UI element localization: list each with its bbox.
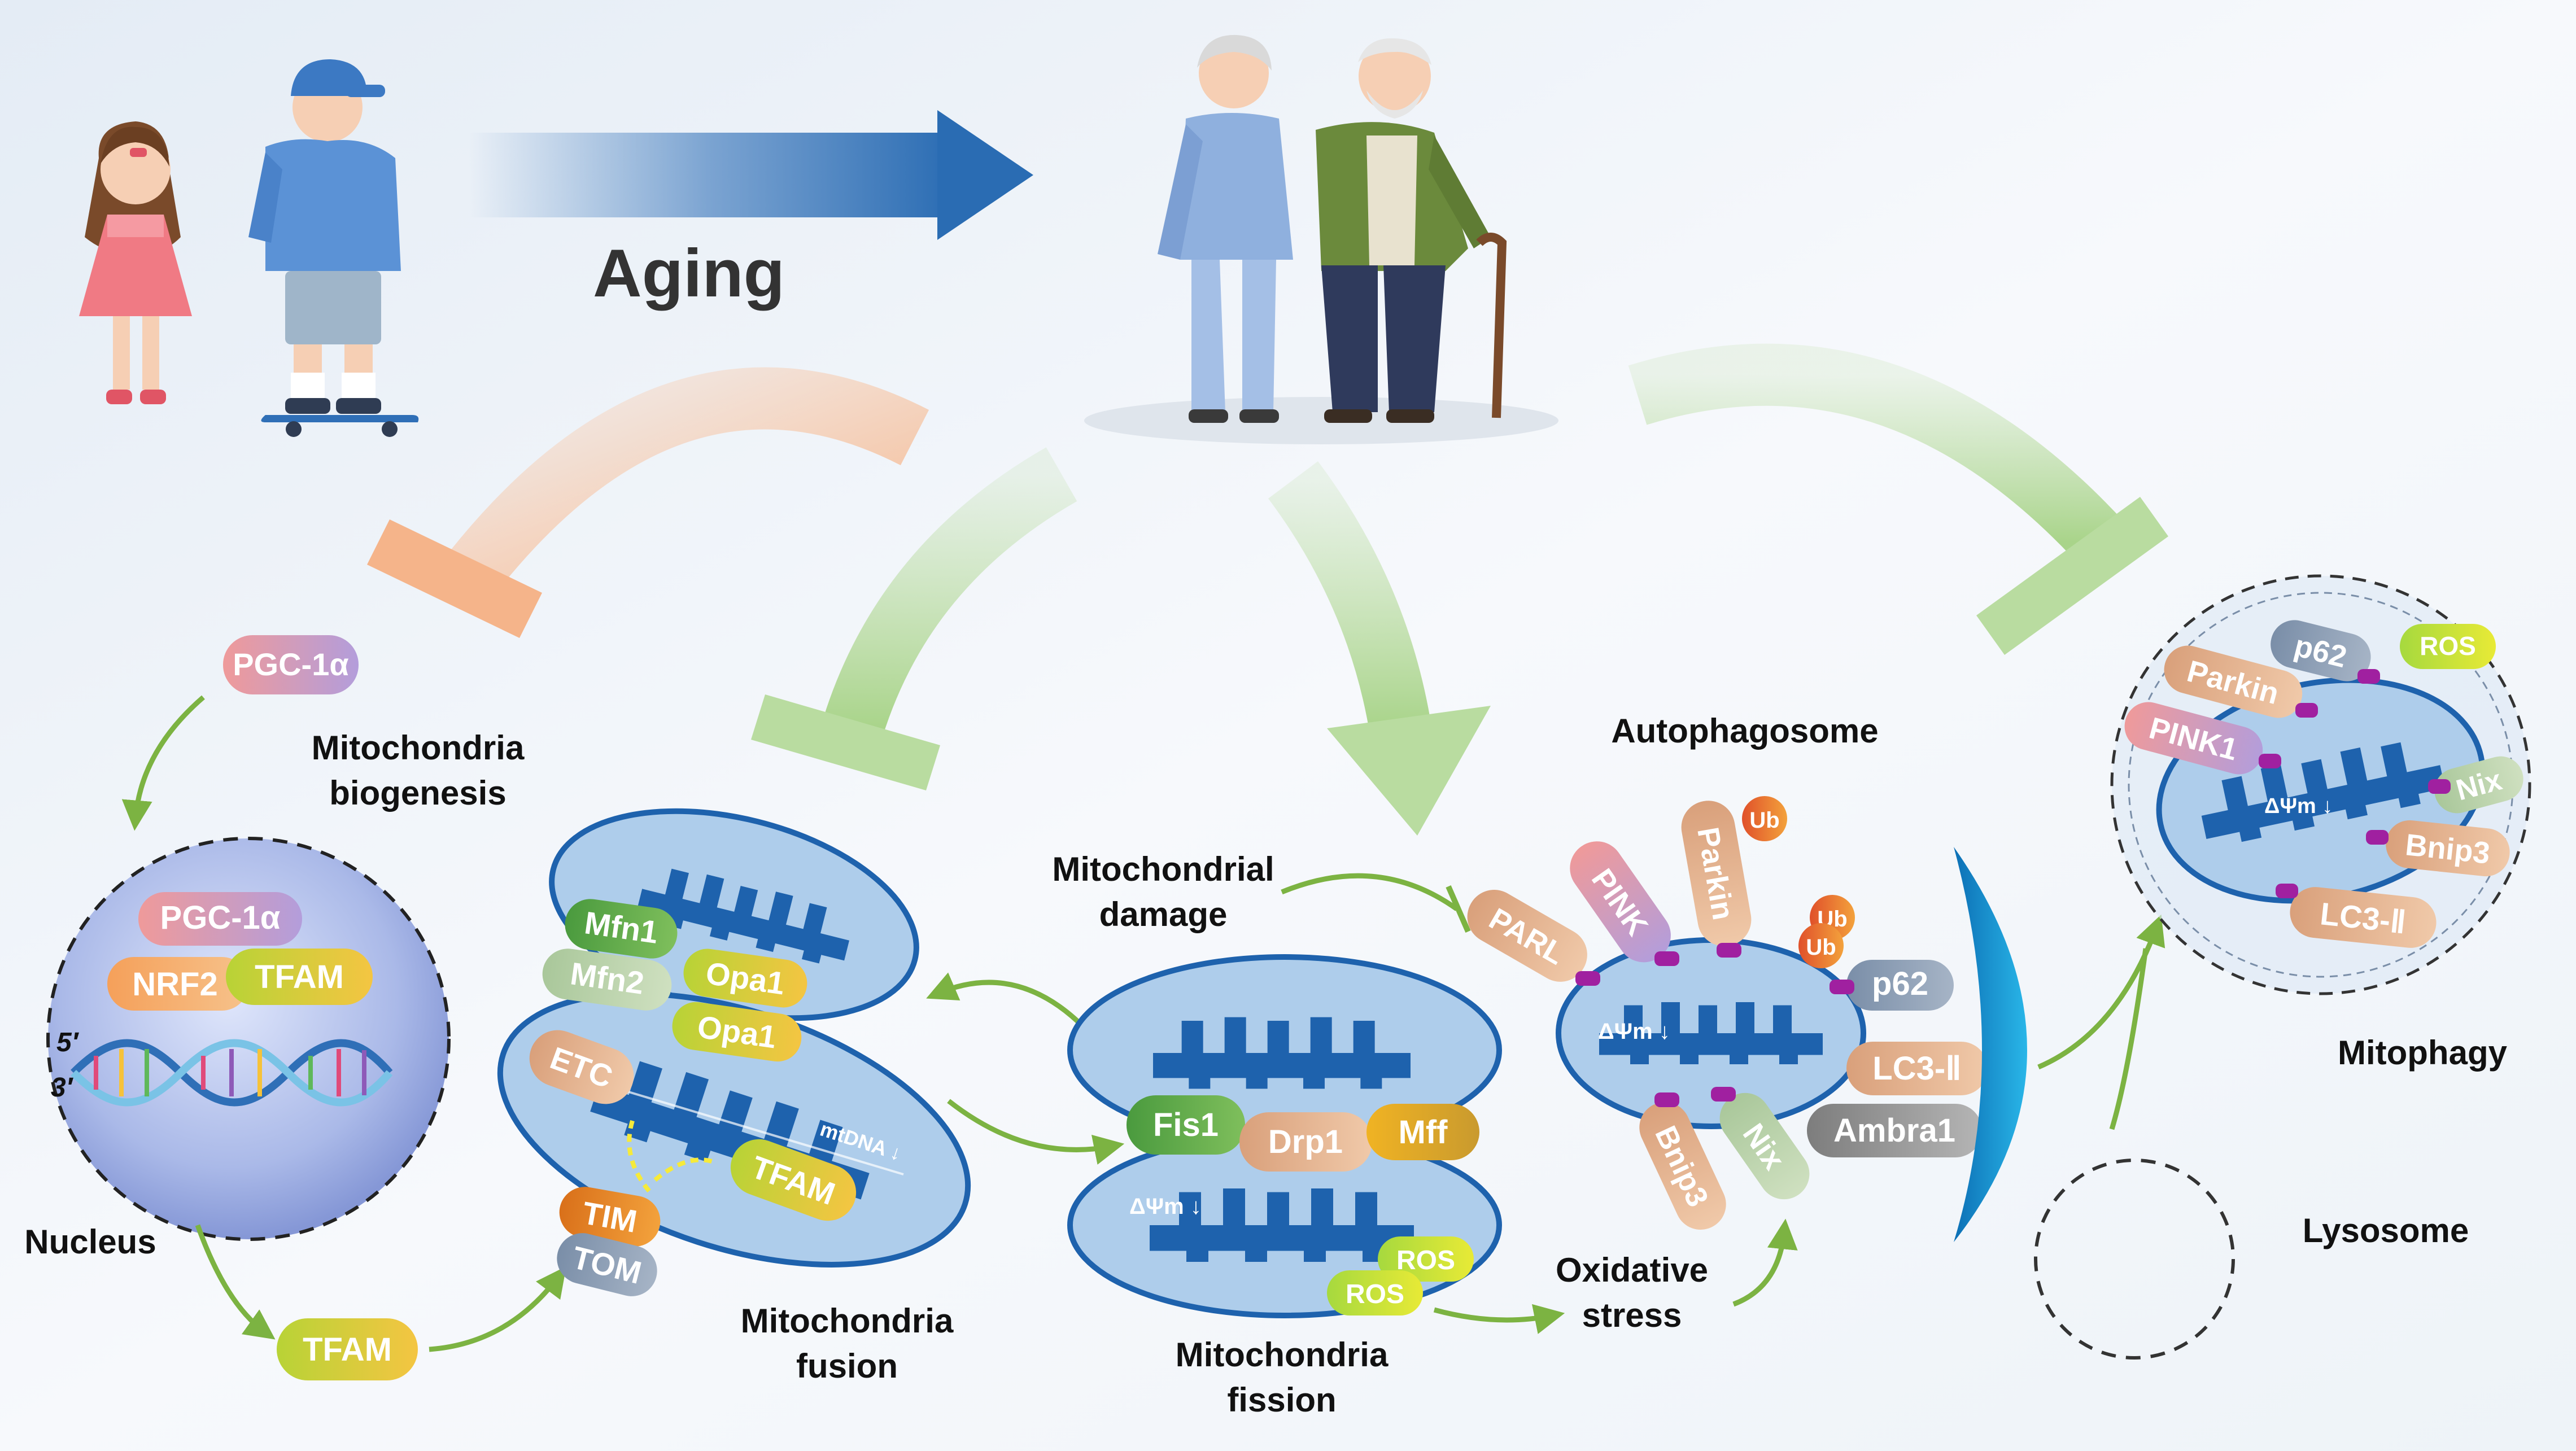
nrf2-label: NRF2 — [132, 966, 217, 1003]
arrow-oxidative-to-mito — [1732, 1218, 1798, 1307]
ros-badge-a: ROS — [1378, 1236, 1474, 1282]
mitophagy-label: Mitophagy — [2338, 1034, 2508, 1072]
ros-label-a: ROS — [1396, 1245, 1455, 1275]
autophagosome-label: Autophagosome — [1611, 712, 1878, 750]
yellow-dashed-arrow-2 — [653, 1157, 718, 1182]
m-ros-badge: ROS — [2400, 624, 2496, 669]
pgc1a-badge-top: PGC-1α — [223, 635, 359, 694]
pgc1a-label-nucleus: PGC-1α — [160, 899, 281, 936]
inhibit-fusion-arc — [751, 447, 1077, 790]
etc-badge: ETC — [529, 1030, 634, 1104]
mfn2-badge: Mfn2 — [542, 949, 672, 1011]
lysosome-circle — [2034, 1159, 2235, 1360]
fission-label-1: Mitochondria — [1176, 1336, 1389, 1374]
delta-psi-mitophagy: ΔΨm ↓ — [2264, 794, 2333, 818]
strand-3-label: 3′ — [51, 1073, 74, 1103]
arrow-pgc-to-nucleus — [121, 695, 205, 831]
inhibit-biogenesis-arc — [367, 367, 929, 638]
mff-badge: Mff — [1366, 1104, 1479, 1160]
tfam-badge-bottom: TFAM — [277, 1318, 418, 1380]
opa1-badge-a: Opa1 — [683, 949, 807, 1008]
delta-psi-fission: ΔΨm ↓ — [1129, 1194, 1202, 1219]
aging-arrow — [469, 110, 1033, 240]
nucleus-label: Nucleus — [24, 1223, 156, 1261]
tfam-label-nucleus: TFAM — [255, 959, 344, 995]
biogenesis-label-2: biogenesis — [329, 774, 506, 812]
tim-badge: TIM — [559, 1187, 661, 1247]
strand-5-label: 5′ — [56, 1028, 80, 1057]
drp1-badge: Drp1 — [1239, 1112, 1372, 1172]
aging-label: Aging — [593, 235, 785, 311]
ub-label-a: Ub — [1749, 808, 1779, 833]
lc3-label: LC3-Ⅱ — [1872, 1050, 1961, 1087]
ub-badges: Ub Ub Ub — [1742, 796, 1855, 968]
parkin-badge: Parkin — [1681, 801, 1752, 946]
tfam-label-bottom: TFAM — [303, 1331, 392, 1368]
ub-label-c: Ub — [1806, 935, 1836, 960]
ros-label-b: ROS — [1346, 1279, 1404, 1309]
drp1-label: Drp1 — [1268, 1124, 1343, 1160]
m-p62-badge: p62 — [2271, 620, 2371, 681]
arrow-ros-to-oxidative — [1433, 1304, 1565, 1334]
fission-label-2: fission — [1227, 1381, 1336, 1419]
arrow-lysosome-to-mitophagy — [2109, 948, 2149, 1130]
damage-label-1: Mitochondrial — [1052, 850, 1274, 888]
elderly-people-illustration — [1084, 34, 1558, 444]
lc3-badge: LC3-Ⅱ — [1846, 1042, 1988, 1095]
fusion-label-2: fusion — [796, 1347, 898, 1385]
oxidative-label-2: stress — [1582, 1296, 1682, 1334]
nucleus: PGC-1α NRF2 TFAM 5′ 3′ — [46, 837, 451, 1241]
fis1-badge: Fis1 — [1127, 1095, 1245, 1155]
mfn1-badge: Mfn1 — [565, 899, 678, 959]
phagophore — [1954, 847, 2027, 1242]
delta-psi-auto: ΔΨm ↓ — [1598, 1019, 1670, 1044]
mitophagy-connectors — [2259, 669, 2451, 898]
arrow-fission-to-fusion — [926, 972, 1086, 1030]
inhibit-mitophagy-arc — [1628, 343, 2168, 655]
oxidative-label-1: Oxidative — [1556, 1251, 1708, 1289]
arrow-fusion-to-fission — [947, 1099, 1125, 1165]
arrow-nucleus-to-tfam — [195, 1224, 276, 1340]
p62-label: p62 — [1872, 965, 1928, 1002]
m-lc3-badge: LC3-Ⅱ — [2290, 887, 2437, 948]
young-people-illustration — [79, 59, 419, 437]
p62-badge: p62 — [1846, 960, 1954, 1011]
tom-badge: TOM — [557, 1233, 657, 1296]
damage-label-2: damage — [1099, 895, 1228, 933]
promote-fission-arc — [1268, 461, 1491, 836]
ambra1-label: Ambra1 — [1833, 1112, 1955, 1149]
receptor-connectors — [1575, 943, 1854, 1107]
fusion-label-1: Mitochondria — [741, 1302, 954, 1340]
arrow-tfam-to-tom — [429, 1266, 566, 1352]
m-bnip3-badge: Bnip3 — [2386, 820, 2510, 877]
ambra1-badge: Ambra1 — [1807, 1104, 1982, 1157]
opa1-badge-b: Opa1 — [672, 1002, 802, 1062]
fis1-label: Fis1 — [1153, 1107, 1219, 1143]
biogenesis-label-1: Mitochondria — [312, 729, 525, 767]
inhibit-damage-parl — [1281, 873, 1459, 911]
m-ros-label: ROS — [2420, 631, 2476, 661]
mff-label: Mff — [1399, 1114, 1448, 1151]
lysosome-label: Lysosome — [2303, 1212, 2469, 1249]
inhibit-bar — [1446, 885, 1471, 933]
pgc1a-label-top: PGC-1α — [233, 646, 349, 682]
m-nix-badge: Nix — [2434, 756, 2523, 814]
ros-badge-b: ROS — [1327, 1270, 1423, 1315]
